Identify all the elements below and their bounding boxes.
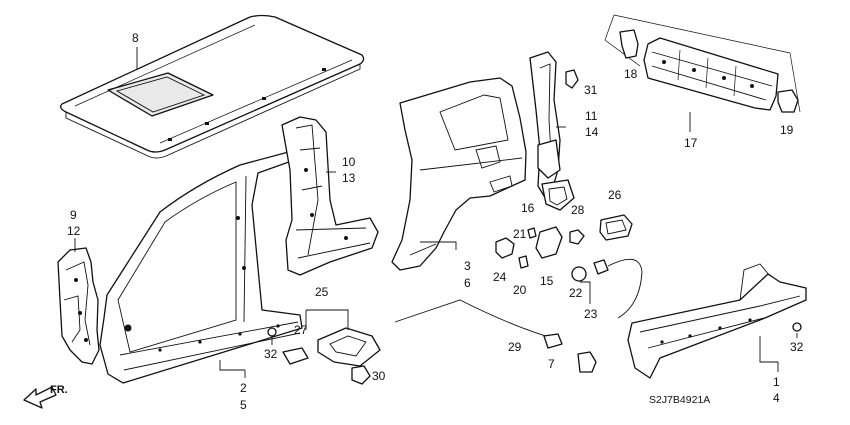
- cover-27-icon[interactable]: [282, 347, 309, 365]
- callout-16: 16: [521, 201, 535, 215]
- callout-24: 24: [493, 270, 507, 284]
- plug-32-left-icon[interactable]: [267, 327, 277, 337]
- fuel-filler-base-icon[interactable]: [541, 179, 575, 211]
- callout-22: 22: [569, 286, 583, 300]
- callout-32-right: 32: [790, 340, 804, 354]
- front-direction-arrow-icon: FR.: [23, 384, 68, 409]
- callout-30: 30: [372, 369, 386, 383]
- opener-cable-icon: [607, 258, 643, 319]
- callout-20: 20: [513, 283, 527, 297]
- callout-17: 17: [684, 136, 698, 150]
- callout-21: 21: [513, 227, 527, 241]
- callout-4: 4: [773, 391, 780, 405]
- callout-29: 29: [508, 340, 522, 354]
- callout-2: 2: [240, 381, 247, 395]
- fuel-lid-icon[interactable]: [535, 226, 563, 259]
- bolt-31-icon[interactable]: [565, 69, 579, 89]
- bolt-30-icon[interactable]: [351, 365, 371, 385]
- diagram-code: S2J7B4921A: [649, 394, 710, 406]
- rear-pillar-icon[interactable]: [529, 51, 561, 197]
- leader-lines: [74, 47, 798, 378]
- rear-panel-icon[interactable]: [643, 37, 779, 111]
- side-sill-icon[interactable]: [627, 263, 807, 379]
- callout-3: 3: [464, 259, 471, 273]
- fuel-lid-hinge-icon[interactable]: [495, 237, 515, 259]
- callout-12: 12: [67, 224, 81, 238]
- bracket-7-icon[interactable]: [577, 351, 597, 373]
- callout-32-left: 32: [264, 347, 278, 361]
- rear-bracket-right-icon[interactable]: [777, 89, 799, 113]
- cable-end-23-icon[interactable]: [593, 259, 609, 275]
- roof-panel-icon[interactable]: [60, 14, 365, 159]
- callout-27: 27: [294, 323, 308, 337]
- callout-23: 23: [584, 307, 598, 321]
- callout-9: 9: [70, 208, 77, 222]
- callout-7: 7: [548, 357, 555, 371]
- fuel-lid-opener-icon[interactable]: [317, 327, 381, 367]
- callout-19: 19: [780, 123, 794, 137]
- plug-32-right-icon[interactable]: [792, 322, 802, 332]
- callout-6: 6: [464, 276, 471, 290]
- center-pillar-icon[interactable]: [281, 116, 379, 276]
- callout-11: 11: [585, 109, 598, 123]
- callout-13: 13: [342, 171, 356, 185]
- rear-quarter-panel-icon[interactable]: [391, 77, 527, 271]
- front-outer-side-panel-icon[interactable]: [99, 149, 303, 384]
- front-inner-panel-icon[interactable]: [57, 247, 100, 365]
- callout-25: 25: [315, 285, 329, 299]
- callout-labels: 8 9 12 2 5 10 13 3 6 11 14 31 18 17 19 1…: [67, 31, 804, 412]
- front-direction-label: FR.: [50, 384, 68, 396]
- clip-29-icon[interactable]: [543, 333, 563, 349]
- opener-handle-icon[interactable]: [599, 214, 633, 241]
- callout-31: 31: [584, 83, 598, 97]
- callout-28: 28: [571, 203, 585, 217]
- callout-15: 15: [540, 274, 554, 288]
- fuel-lid-spring-icon[interactable]: [527, 227, 537, 239]
- callout-14: 14: [585, 125, 599, 139]
- callout-1: 1: [773, 375, 780, 389]
- bolt-28-icon[interactable]: [569, 229, 585, 245]
- lid-cable-icon: [394, 299, 561, 341]
- callout-8: 8: [132, 31, 139, 45]
- callout-18: 18: [624, 67, 638, 81]
- fuel-lid-clip-icon[interactable]: [518, 255, 529, 269]
- callout-10: 10: [342, 155, 356, 169]
- grommet-22-icon[interactable]: [571, 266, 587, 282]
- rear-bracket-left-icon[interactable]: [619, 29, 639, 59]
- callout-26: 26: [608, 188, 622, 202]
- callout-5: 5: [240, 398, 247, 412]
